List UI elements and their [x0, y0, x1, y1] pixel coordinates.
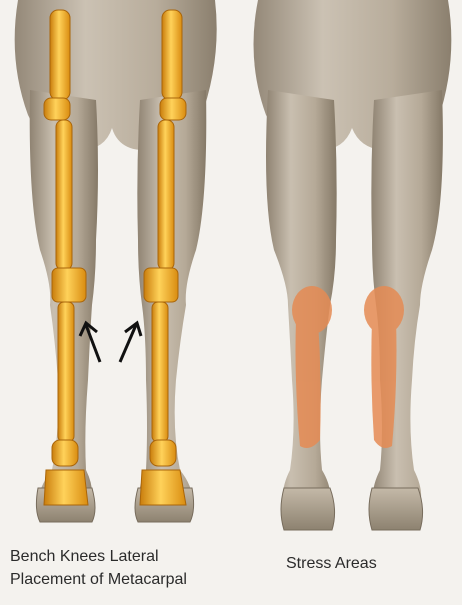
- caption-stress-areas: Stress Areas: [286, 553, 377, 575]
- caption-metacarpal: Placement of Metacarpal: [10, 569, 187, 591]
- caption-bench-knees: Bench Knees Lateral: [10, 546, 159, 568]
- right-hoof-1: [281, 488, 335, 530]
- right-hoof-2: [369, 488, 423, 530]
- right-horse-figure: [254, 0, 452, 530]
- arrow-icon: [120, 323, 141, 362]
- left-horse-figure: [15, 0, 217, 522]
